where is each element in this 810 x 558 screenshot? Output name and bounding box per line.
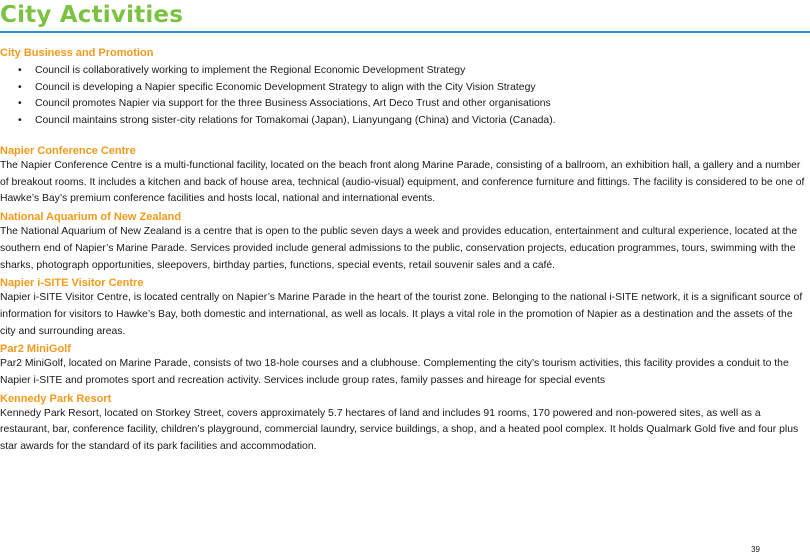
section-spacer [0, 129, 806, 144]
section-city-business: City Business and Promotion • Council is … [0, 46, 806, 129]
bullet-icon: • [18, 114, 22, 126]
list-item: • Council is collaboratively working to i… [0, 63, 806, 80]
section-conference-centre: Napier Conference Centre The Napier Conf… [0, 144, 806, 208]
bullet-icon: • [18, 81, 22, 93]
bullet-icon: • [18, 98, 22, 109]
section-heading-conference-centre: Napier Conference Centre [0, 145, 136, 157]
kennedy-park-paragraph: Kennedy Park Resort, located on Storkey … [0, 407, 799, 453]
section-par2-minigolf: Par2 MiniGolf Par2 MiniGolf, located on … [0, 342, 806, 389]
page-number: 39 [751, 545, 760, 554]
section-national-aquarium: National Aquarium of New Zealand The Nat… [0, 210, 806, 274]
bullet-text: Council maintains strong sister-city rel… [35, 114, 556, 126]
section-heading-par2-minigolf: Par2 MiniGolf [0, 343, 71, 356]
bullet-text: Council is collaboratively working to im… [35, 65, 466, 76]
section-heading-city-business: City Business and Promotion [0, 47, 154, 59]
national-aquarium-paragraph: The National Aquarium of New Zealand is … [0, 226, 798, 271]
section-isite-visitor-centre: Napier i-SITE Visitor Centre Napier i-SI… [0, 276, 806, 340]
bullet-text: Council is developing a Napier specific … [35, 81, 536, 93]
title-divider [0, 31, 810, 33]
business-bullet-list: • Council is collaboratively working to i… [0, 63, 806, 129]
bullet-text: Council promotes Napier via support for … [35, 98, 551, 109]
section-heading-national-aquarium: National Aquarium of New Zealand [0, 211, 182, 224]
page-title: City Activities [0, 2, 184, 28]
section-heading-kennedy-park: Kennedy Park Resort [0, 392, 112, 405]
conference-centre-paragraph: The Napier Conference Centre is a multi-… [0, 160, 805, 205]
document-body: City Business and Promotion • Council is … [0, 46, 806, 456]
bullet-icon: • [18, 65, 22, 76]
section-heading-isite-visitor-centre: Napier i-SITE Visitor Centre [0, 277, 144, 290]
list-item: • Council is developing a Napier specific… [0, 80, 806, 97]
section-kennedy-park: Kennedy Park Resort Kennedy Park Resort,… [0, 392, 806, 456]
list-item: • Council promotes Napier via support for… [0, 96, 806, 113]
list-item: • Council maintains strong sister-city re… [0, 113, 806, 130]
par2-minigolf-paragraph: Par2 MiniGolf, located on Marine Parade,… [0, 358, 789, 387]
isite-visitor-centre-paragraph: Napier i-SITE Visitor Centre, is located… [0, 292, 803, 337]
